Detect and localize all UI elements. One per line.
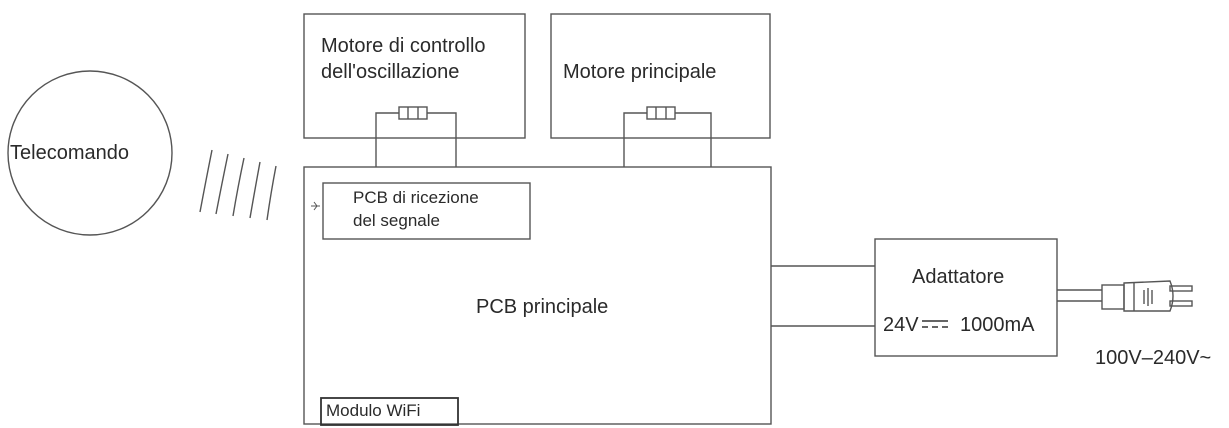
adapter-box — [874, 238, 1058, 357]
main-pcb-box — [303, 166, 772, 425]
main-motor-box — [550, 13, 771, 139]
signal-pcb-box — [322, 182, 531, 240]
main-motor-label: Motore principale — [563, 61, 717, 83]
remote-control-circle — [7, 70, 173, 236]
adapter-current-label: 1000mA — [960, 314, 1035, 336]
remote-control-label: Telecomando — [10, 142, 129, 164]
signal-pcb-label-line2: del segnale — [353, 211, 440, 230]
plug-voltage-label: 100V–240V~ — [1095, 347, 1212, 369]
wifi-module-label: Modulo WiFi — [326, 401, 421, 420]
oscillation-motor-label-line1: Motore di controllo — [321, 35, 486, 57]
main-pcb-label: PCB principale — [476, 296, 609, 318]
adapter-label: Adattatore — [912, 266, 1005, 288]
signal-waves — [199, 149, 277, 221]
antenna-icon — [311, 201, 320, 211]
dc-symbol-icon — [922, 320, 948, 328]
oscillation-motor-box — [303, 13, 526, 139]
signal-pcb-label-line1: PCB di ricezione — [353, 188, 479, 207]
wifi-module-box — [320, 397, 459, 426]
oscillation-motor-wire — [375, 106, 457, 167]
adapter-voltage-label: 24V — [883, 314, 919, 336]
plug-icon — [1101, 280, 1193, 312]
main-motor-wire — [623, 106, 712, 167]
oscillation-motor-label-line2: dell'oscillazione — [321, 61, 460, 83]
